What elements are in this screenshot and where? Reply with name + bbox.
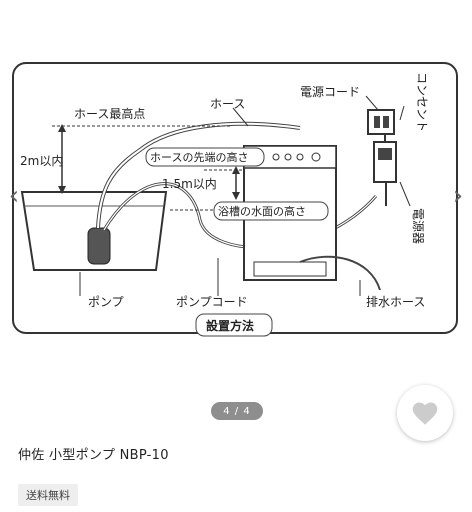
label-drain-hose: 排水ホース (366, 295, 425, 309)
label-pump: ポンプ (88, 295, 124, 309)
bathtub (20, 191, 168, 271)
label-height-2m: 2m以内 (20, 154, 63, 168)
outlet-box (367, 109, 395, 135)
image-pager: 4 / 4 (211, 402, 263, 420)
next-image-button[interactable]: › (446, 178, 470, 214)
like-button[interactable] (397, 385, 453, 441)
shipping-badge: 送料無料 (18, 484, 78, 506)
label-power-unit: 電源器 (411, 208, 425, 244)
label-hose-top: ホース最高点 (74, 106, 145, 121)
label-pump-cord: ポンプコード (176, 295, 248, 309)
label-hose-tip: ホースの先端の高さ (150, 150, 248, 164)
heart-icon (412, 402, 438, 425)
installation-diagram: ホース最高点 ホース 電源コード 2m以内 1.5m以内 ホースの先端の高さ 浴… (20, 72, 429, 337)
pump-body (87, 227, 111, 265)
label-height-15m: 1.5m以内 (162, 177, 217, 191)
image-carousel[interactable]: ホース最高点 ホース 電源コード 2m以内 1.5m以内 ホースの先端の高さ 浴… (0, 0, 472, 392)
label-caption: 設置方法 (206, 318, 254, 333)
product-title: 仲佐 小型ポンプ NBP-10 (18, 448, 169, 463)
drain-hose-line (299, 255, 381, 291)
label-water-surface: 浴槽の水面の高さ (218, 204, 306, 218)
prev-image-button[interactable]: ‹ (2, 178, 26, 214)
label-cord: 電源コード (300, 85, 360, 99)
chevron-left-icon: ‹ (8, 181, 20, 211)
chevron-right-icon: › (452, 181, 464, 211)
label-hose: ホース (210, 97, 245, 111)
label-outlet: コンセント (415, 72, 429, 132)
